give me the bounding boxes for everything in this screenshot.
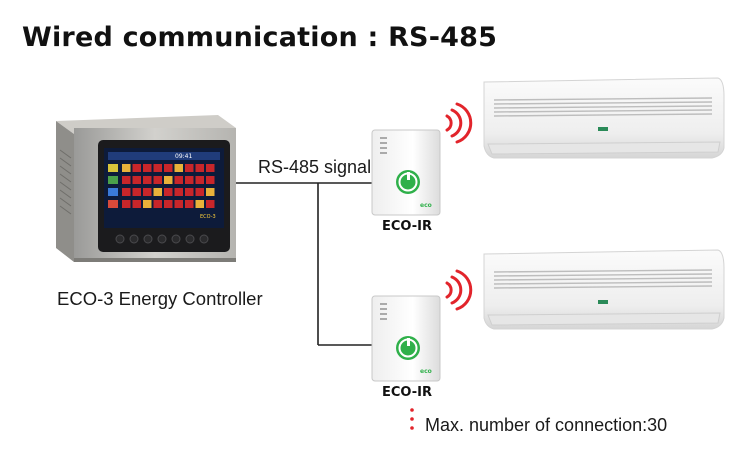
screen-cell [143, 164, 152, 172]
controller-screen-cells [122, 164, 215, 208]
screen-cell [132, 200, 141, 208]
screen-cell [153, 200, 162, 208]
controller-screen-grid [108, 152, 220, 208]
screen-cell [185, 176, 194, 184]
controller-label: ECO-3 Energy Controller [57, 288, 263, 309]
eco-ir-vents-2 [380, 303, 387, 320]
screen-cell [174, 200, 183, 208]
diagram-title: Wired communication : RS-485 [22, 22, 498, 53]
screen-cell [206, 200, 215, 208]
screen-cell [174, 176, 183, 184]
wireless-signal-icon [445, 102, 473, 144]
screen-cell [195, 200, 204, 208]
eco-brand-1: eco [420, 202, 432, 209]
power-cycle-icon [396, 170, 420, 194]
controller-buttons [115, 234, 209, 244]
screen-cell [185, 164, 194, 172]
power-cycle-icon [396, 336, 420, 360]
ac-vents-2 [493, 269, 713, 289]
controller-base [74, 258, 236, 262]
screen-cell [153, 176, 162, 184]
controller-vents [59, 149, 72, 215]
screen-cell [164, 200, 173, 208]
screen-cell [174, 164, 183, 172]
screen-cell [206, 188, 215, 196]
screen-cell [185, 200, 194, 208]
screen-cell [122, 188, 131, 196]
wireless-signal-icon [445, 269, 473, 311]
max-connections-note: Max. number of connection:30 [425, 415, 668, 435]
screen-cell [132, 176, 141, 184]
screen-cell [195, 176, 204, 184]
energy-controller-device: 09:41 ECO-3 [56, 115, 236, 262]
eco-ir-label-1: ECO-IR [382, 219, 432, 234]
screen-cell [164, 176, 173, 184]
screen-cell [185, 188, 194, 196]
screen-cell [206, 164, 215, 172]
controller-side [56, 121, 74, 262]
screen-cell [143, 176, 152, 184]
screen-cell [164, 188, 173, 196]
screen-cell [174, 188, 183, 196]
rs485-signal-label: RS-485 signal [258, 157, 372, 177]
ac-vents-1 [493, 97, 713, 117]
screen-cell [132, 188, 141, 196]
rs485-wiring [232, 182, 373, 346]
eco-brand-2: eco [420, 368, 432, 375]
screen-label: ECO-3 [200, 214, 216, 220]
screen-cell [122, 200, 131, 208]
air-conditioner-1 [483, 77, 725, 159]
ac-indicator-1 [598, 127, 608, 131]
screen-cell [153, 188, 162, 196]
screen-cell [195, 188, 204, 196]
eco-ir-label-2: ECO-IR [382, 385, 432, 400]
screen-time: 09:41 [175, 153, 192, 160]
eco-ir-device-1: eco [371, 129, 441, 216]
screen-cell [164, 164, 173, 172]
screen-cell [153, 164, 162, 172]
screen-cell [143, 188, 152, 196]
screen-cell [143, 200, 152, 208]
air-conditioner-2 [483, 249, 725, 330]
screen-cell [122, 176, 131, 184]
screen-cell [195, 164, 204, 172]
screen-cell [132, 164, 141, 172]
eco-ir-device-2: eco [371, 295, 441, 382]
more-connections-dots [410, 408, 414, 430]
screen-cell [206, 176, 215, 184]
screen-cell [122, 164, 131, 172]
eco-ir-vents-1 [380, 137, 387, 154]
ac-indicator-2 [598, 300, 608, 304]
